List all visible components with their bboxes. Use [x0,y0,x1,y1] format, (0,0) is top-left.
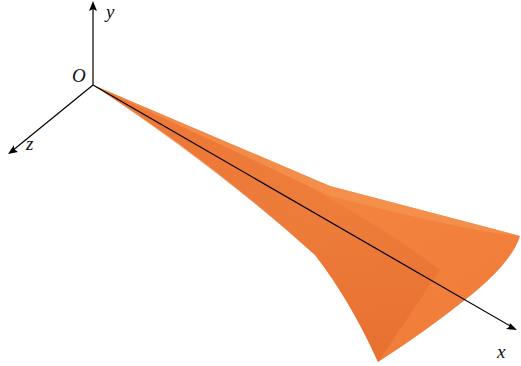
axis-label: y [106,2,114,21]
axis-label: x [497,342,505,361]
axis-label: O [72,66,86,85]
axis-label: z [26,134,33,153]
